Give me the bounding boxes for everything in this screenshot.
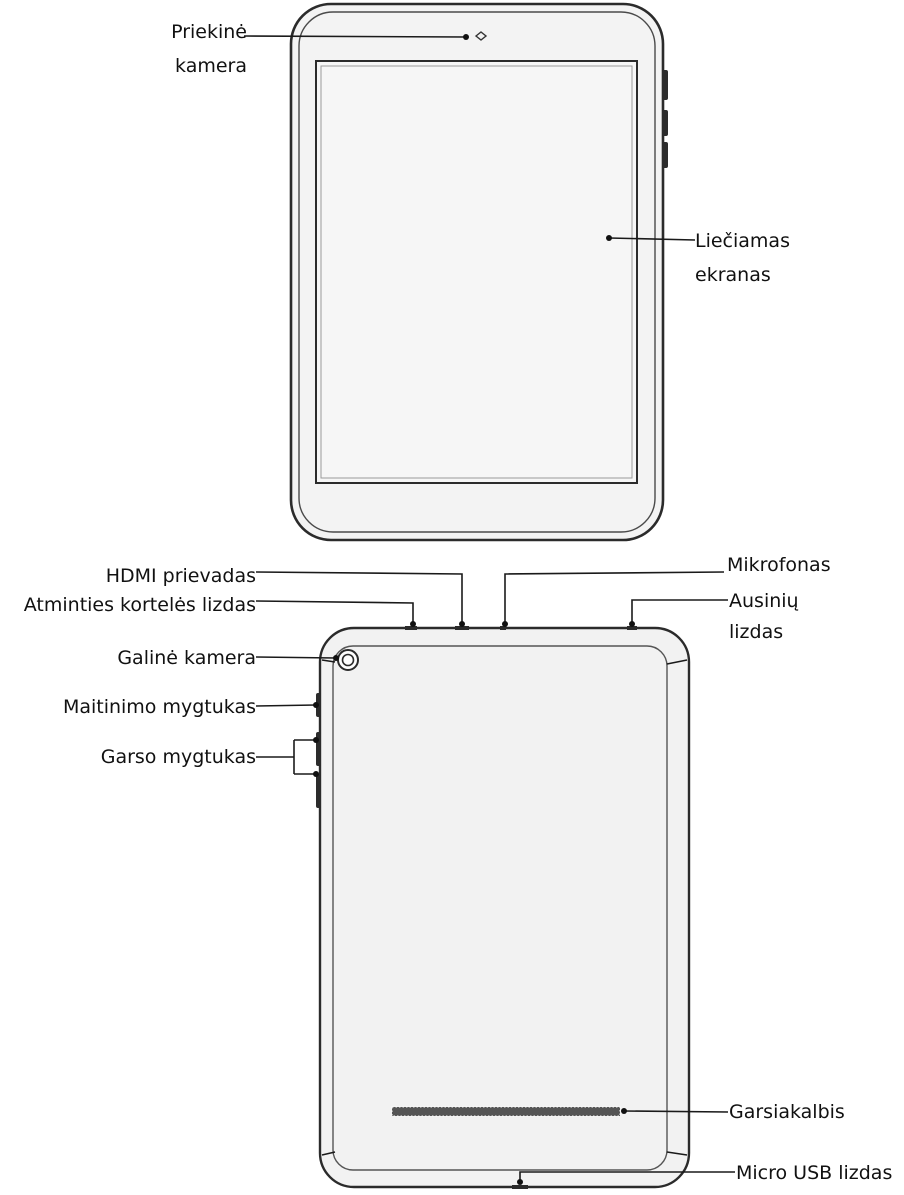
callout-memory-card-slot: Atminties kortelės lizdas <box>24 594 416 627</box>
callout-micro-usb: Micro USB lizdas <box>517 1162 892 1185</box>
callout-power-button: Maitinimo mygtukas <box>63 696 319 718</box>
tablet-back-view <box>316 626 691 1189</box>
front-camera-icon <box>474 31 488 41</box>
back-corner-bevel-bottom-right <box>666 1151 688 1156</box>
headphone-jack-label-line2: lizdas <box>729 621 783 643</box>
callout-hdmi-port: HDMI prievadas <box>106 565 465 627</box>
speaker-grille <box>392 1107 620 1116</box>
memory-card-slot-shape <box>405 626 417 630</box>
callout-speaker: Garsiakalbis <box>621 1101 845 1123</box>
tablet-front-view <box>289 2 668 542</box>
touch-screen-inner-edge <box>320 65 633 479</box>
back-corner-bevel-bottom-left <box>321 1151 336 1156</box>
speaker-grille-pattern <box>391 1106 621 1117</box>
headphone-jack-shape <box>627 626 637 630</box>
touch-screen-label-line1: Liečiamas <box>695 230 790 252</box>
power-button-label: Maitinimo mygtukas <box>63 696 256 718</box>
volume-down-shape <box>316 774 321 808</box>
front-side-button-middle <box>662 110 668 136</box>
callout-touch-screen: Liečiamas ekranas <box>606 230 790 286</box>
callout-headphone-jack: Ausinių lizdas <box>629 590 799 643</box>
front-side-button-bottom <box>662 142 668 168</box>
callout-rear-camera: Galinė kamera <box>117 647 339 669</box>
front-side-button-top <box>662 70 668 100</box>
front-body-inner <box>298 11 656 533</box>
microphone-shape <box>500 626 506 630</box>
micro-usb-shape <box>512 1185 528 1189</box>
back-body-outer <box>318 626 691 1189</box>
hdmi-port-label: HDMI prievadas <box>106 565 256 587</box>
touch-screen-area <box>315 60 638 484</box>
headphone-jack-label-line1: Ausinių <box>729 590 799 612</box>
back-corner-bevel-top-left <box>321 659 336 663</box>
memory-card-slot-label: Atminties kortelės lizdas <box>24 594 256 616</box>
rear-camera-lens-outer <box>337 649 359 671</box>
hdmi-port-shape <box>455 626 469 630</box>
callout-front-camera: Priekinė kamera <box>171 21 469 77</box>
speaker-label: Garsiakalbis <box>729 1101 845 1123</box>
callout-volume-button: Garso mygtukas <box>101 737 319 777</box>
back-corner-bevel-top-right <box>666 659 688 665</box>
front-camera-label-line1: Priekinė <box>171 21 247 43</box>
front-camera-label-line2: kamera <box>175 55 247 77</box>
back-body-inner <box>332 645 668 1171</box>
microphone-label: Mikrofonas <box>727 554 831 576</box>
callout-microphone: Mikrofonas <box>502 554 831 627</box>
rear-camera-lens-inner <box>341 653 355 667</box>
rear-camera-label: Galinė kamera <box>117 647 256 669</box>
touch-screen-label-line2: ekranas <box>695 264 771 286</box>
micro-usb-label: Micro USB lizdas <box>736 1162 892 1184</box>
volume-button-label: Garso mygtukas <box>101 746 256 768</box>
